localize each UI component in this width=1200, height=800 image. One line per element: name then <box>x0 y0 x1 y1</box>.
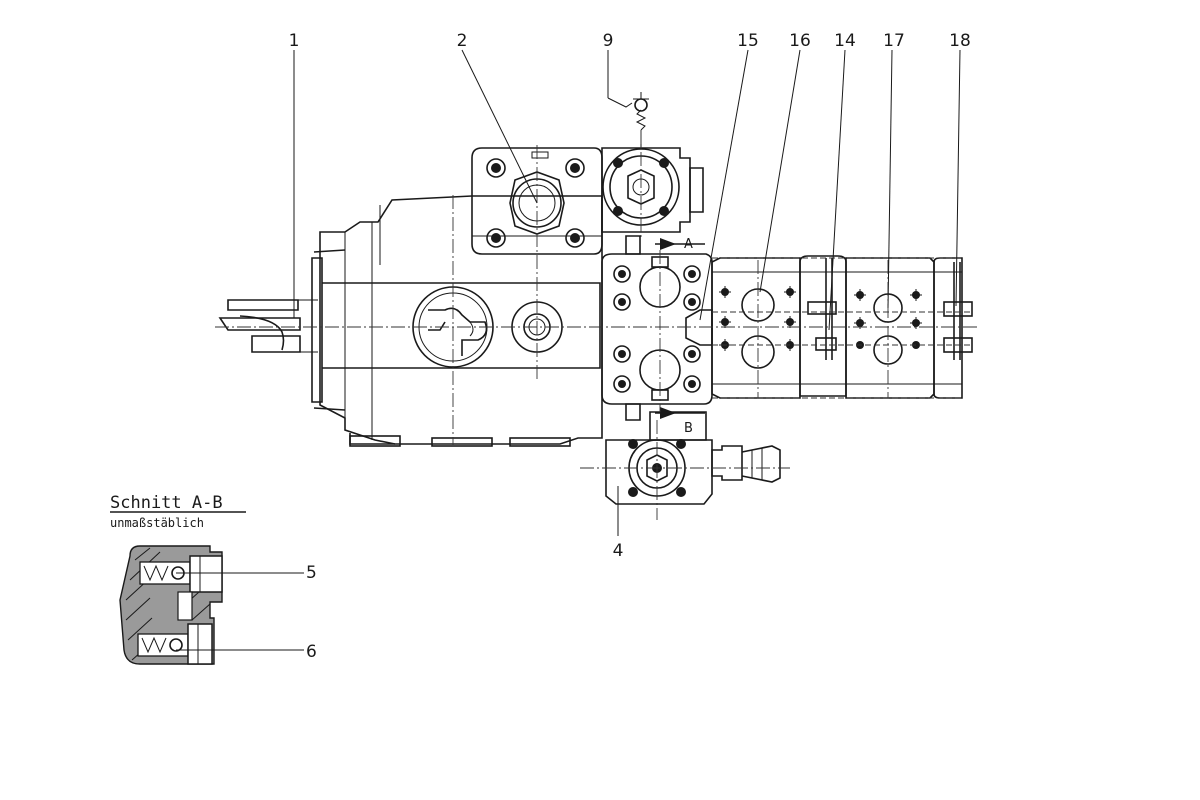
drive-shaft <box>218 299 318 353</box>
section-subtitle: unmaßstäblich <box>110 516 204 530</box>
label-5: 5 <box>306 563 317 583</box>
label-17: 17 <box>883 31 905 51</box>
center-lines <box>215 130 980 520</box>
section-detail: Schnitt A-B unmaßstäblich <box>110 493 304 665</box>
label-9: 9 <box>603 31 614 51</box>
label-18: 18 <box>949 31 971 51</box>
pump-housing <box>311 195 603 447</box>
leader-lines <box>293 49 961 536</box>
label-14: 14 <box>834 31 856 51</box>
section-title: Schnitt A-B <box>110 493 223 513</box>
marker-b: B <box>684 421 693 436</box>
port-block <box>601 235 713 421</box>
lower-valve <box>605 411 781 505</box>
label-15: 15 <box>737 31 759 51</box>
label-16: 16 <box>789 31 811 51</box>
label-2: 2 <box>457 31 468 51</box>
label-4: 4 <box>613 541 624 561</box>
label-6: 6 <box>306 642 317 662</box>
control-valve <box>601 92 704 233</box>
marker-a: A <box>684 237 693 252</box>
gear-pump-stages <box>711 255 973 399</box>
label-1: 1 <box>289 31 300 51</box>
